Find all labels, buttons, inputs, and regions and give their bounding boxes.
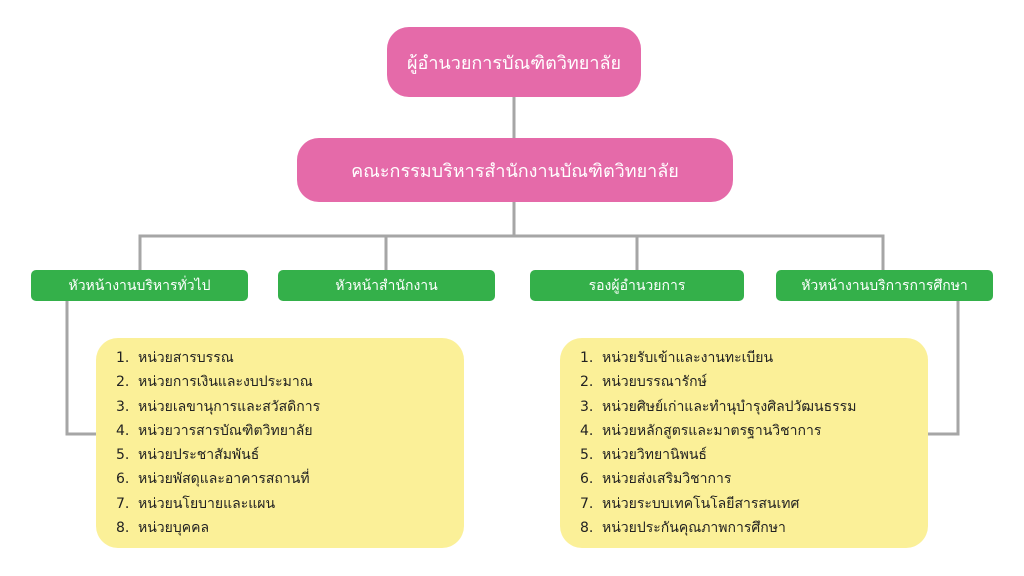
connector-right-units [926, 299, 960, 436]
list-item: 1.หน่วยสารบรรณ [116, 350, 234, 366]
head-general-admin: หัวหน้างานบริหารทั่วไป [31, 270, 248, 301]
list-item: 8.หน่วยบุคคล [116, 520, 210, 537]
right-units-list: 1.หน่วยรับเข้าและงานทะเบียน 2.หน่วยบรรณา… [580, 346, 928, 540]
list-item: 2.หน่วยบรรณารักษ์ [580, 374, 707, 391]
list-item: 3.หน่วยเลขานุการและสวัสดิการ [116, 398, 321, 415]
right-units-panel: 1.หน่วยรับเข้าและงานทะเบียน 2.หน่วยบรรณา… [560, 338, 928, 548]
list-item: 1.หน่วยรับเข้าและงานทะเบียน [580, 350, 774, 366]
left-units-list: 1.หน่วยสารบรรณ 2.หน่วยการเงินและงบประมาณ… [116, 346, 464, 540]
list-item: 4.หน่วยหลักสูตรและมาตรฐานวิชาการ [580, 422, 822, 439]
committee-box: คณะกรรมบริหารสำนักงานบัณฑิตวิทยาลัย [297, 138, 733, 202]
list-item: 5.หน่วยประชาสัมพันธ์ [116, 447, 260, 464]
connector-left-units [65, 299, 98, 436]
list-item: 2.หน่วยการเงินและงบประมาณ [116, 374, 313, 391]
list-item: 4.หน่วยวารสารบัณฑิตวิทยาลัย [116, 422, 313, 439]
list-item: 7.หน่วยระบบเทคโนโลยีสารสนเทศ [580, 495, 800, 512]
director-box: ผู้อำนวยการบัณฑิตวิทยาลัย [387, 27, 641, 97]
list-item: 3.หน่วยศิษย์เก่าและทำนุบำรุงศิลปวัฒนธรรม [580, 398, 857, 415]
list-item: 5.หน่วยวิทยานิพนธ์ [580, 447, 707, 464]
left-units-panel: 1.หน่วยสารบรรณ 2.หน่วยการเงินและงบประมาณ… [96, 338, 464, 548]
list-item: 6.หน่วยพัสดุและอาคารสถานที่ [116, 471, 310, 488]
head-deputy-director: รองผู้อำนวยการ [530, 270, 744, 301]
list-item: 8.หน่วยประกันคุณภาพการศึกษา [580, 520, 786, 537]
list-item: 7.หน่วยนโยบายและแผน [116, 495, 276, 512]
list-item: 6.หน่วยส่งเสริมวิชาการ [580, 471, 732, 488]
head-education-services: หัวหน้างานบริการการศึกษา [776, 270, 993, 301]
head-office: หัวหน้าสำนักงาน [278, 270, 495, 301]
